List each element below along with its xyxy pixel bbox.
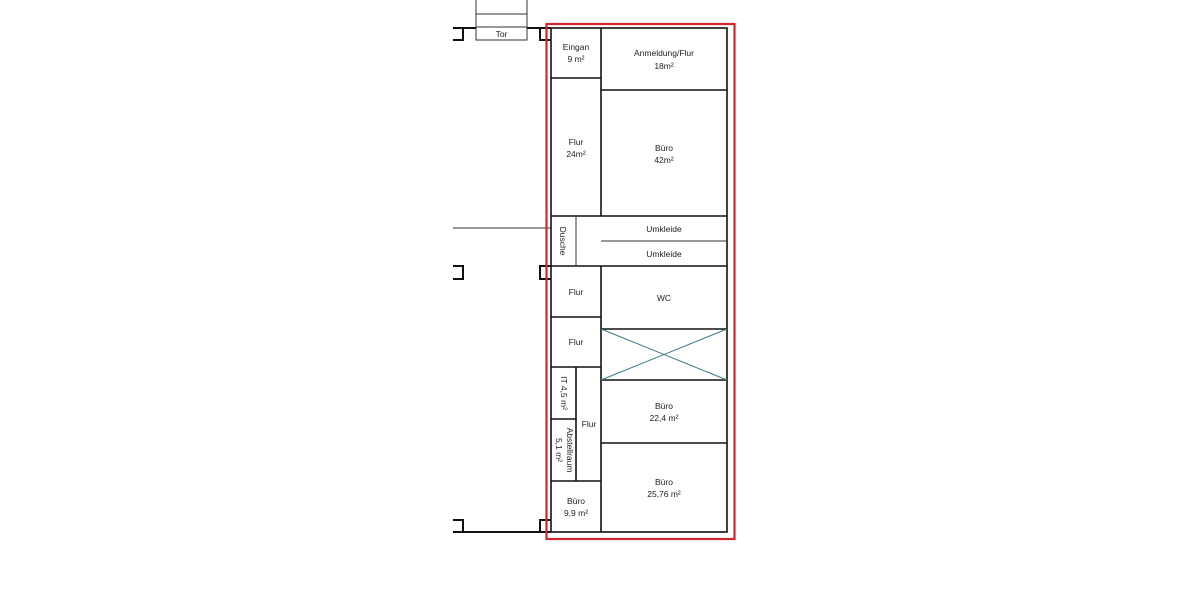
- room-dusche-name: Dusche: [558, 227, 568, 256]
- room-buero-1-name: Büro: [655, 143, 673, 153]
- room-eingang-area: 9 m²: [568, 54, 585, 64]
- gate-label: Tor: [496, 29, 508, 39]
- room-wc-name: WC: [657, 293, 671, 303]
- highlight-frame: [545, 22, 736, 541]
- room-buero-3-name: Büro: [655, 477, 673, 487]
- room-labels: Eingan 9 m² Anmeldung/Flur 18m² Flur 24m…: [554, 42, 694, 518]
- room-buero-4-name: Büro: [567, 496, 585, 506]
- room-umkleide-1-name: Umkleide: [646, 224, 682, 234]
- room-buero-3-area: 25,76 m²: [647, 489, 681, 499]
- room-buero-4-area: 9,9 m²: [564, 508, 588, 518]
- room-abstellraum-name: Abstellraum: [565, 428, 575, 473]
- void-cross-icon: [600, 328, 728, 381]
- room-abstellraum-area: 5,1 m²: [554, 438, 564, 462]
- room-buero-2-name: Büro: [655, 401, 673, 411]
- room-flur-2-name: Flur: [569, 287, 584, 297]
- room-buero-2-area: 22,4 m²: [650, 413, 679, 423]
- room-walls: [550, 27, 728, 533]
- room-flur-1-area: 24m²: [566, 149, 586, 159]
- room-umkleide-2-name: Umkleide: [646, 249, 682, 259]
- room-anmeldung-name: Anmeldung/Flur: [634, 48, 694, 58]
- room-flur-3-name: Flur: [569, 337, 584, 347]
- room-eingang-name: Eingan: [563, 42, 590, 52]
- room-anmeldung-area: 18m²: [654, 61, 674, 71]
- room-flur-1-name: Flur: [569, 137, 584, 147]
- outer-walls: [453, 27, 551, 533]
- gate: [475, 0, 528, 41]
- room-buero-1-area: 42m²: [654, 155, 674, 165]
- room-it-name: IT 4,5 m²: [559, 376, 569, 410]
- partition-lines: [575, 216, 727, 266]
- room-flur-4-name: Flur: [582, 419, 597, 429]
